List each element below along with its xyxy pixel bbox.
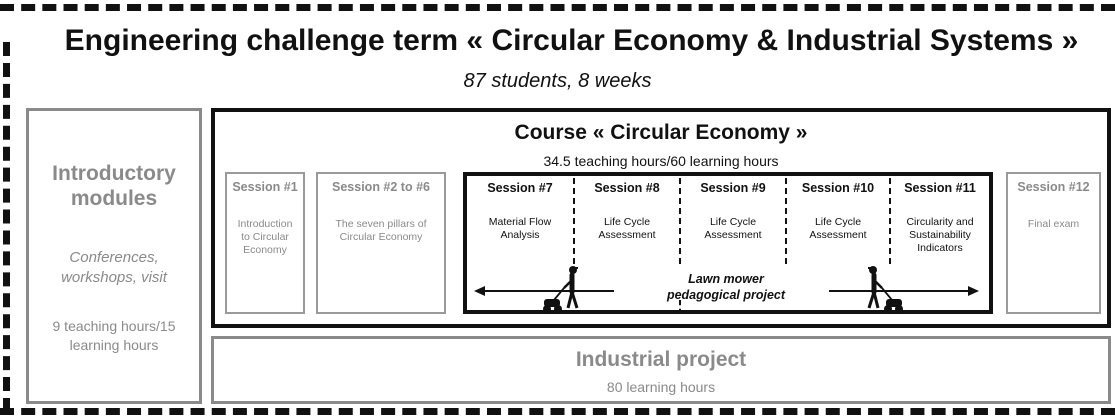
session-9-title: Session #9 bbox=[700, 181, 766, 195]
session-divider bbox=[573, 178, 575, 264]
arrow-right-icon bbox=[829, 286, 979, 296]
page-title: Engineering challenge term « Circular Ec… bbox=[64, 24, 1079, 57]
session-desc: Assessment bbox=[704, 229, 762, 241]
outer-frame-bottom-border bbox=[0, 408, 1115, 415]
intro-activities-line1: Conferences, bbox=[69, 249, 159, 266]
session-desc: Sustainability bbox=[909, 229, 971, 241]
course-hours: 34.5 teaching hours/60 learning hours bbox=[543, 153, 779, 169]
course-title: Course « Circular Economy » bbox=[514, 121, 808, 144]
session-desc: Analysis bbox=[500, 229, 540, 241]
session-desc: Introduction bbox=[237, 218, 293, 230]
course-box: Course « Circular Economy » 34.5 teachin… bbox=[211, 108, 1111, 328]
lawn-mower-person-icon bbox=[543, 266, 579, 313]
session-desc: Life Cycle bbox=[709, 216, 757, 228]
session-title: Session #12 bbox=[1017, 180, 1090, 194]
industrial-project-hours: 80 learning hours bbox=[606, 379, 716, 395]
session-desc: The seven pillars of bbox=[335, 218, 427, 230]
industrial-project-title: Industrial project bbox=[575, 348, 747, 371]
intro-activities-line2: workshops, visit bbox=[61, 269, 167, 286]
introductory-modules-box: Introductory modules Conferences, worksh… bbox=[26, 108, 202, 404]
arrow-left-icon bbox=[474, 286, 614, 296]
lawn-mower-project-box bbox=[463, 172, 993, 314]
page-subtitle: 87 students, 8 weeks bbox=[463, 70, 652, 92]
session-desc: Life Cycle bbox=[603, 216, 651, 228]
session-desc: Material Flow bbox=[488, 216, 552, 228]
session-desc: Final exam bbox=[1027, 218, 1080, 230]
session-divider bbox=[785, 178, 787, 264]
session-8-title: Session #8 bbox=[594, 181, 660, 195]
session-desc: Assessment bbox=[598, 229, 656, 241]
outer-frame-left-border bbox=[3, 42, 10, 412]
session-desc: Indicators bbox=[917, 242, 963, 254]
lawn-mower-person-icon bbox=[867, 266, 903, 313]
session-desc: Life Cycle bbox=[814, 216, 862, 228]
session-desc: Circular Economy bbox=[339, 231, 423, 243]
session-divider bbox=[889, 178, 891, 264]
session-divider bbox=[679, 178, 681, 264]
session-2-to-6-box: Session #2 to #6 The seven pillars of Ci… bbox=[316, 172, 446, 314]
intro-title-line1: Introductory bbox=[52, 162, 176, 185]
project-label: Lawn mower pedagogical project bbox=[626, 271, 826, 303]
session-title: Session #2 to #6 bbox=[332, 180, 430, 194]
industrial-project-box: Industrial project 80 learning hours bbox=[211, 336, 1111, 404]
session-desc: Circularity and bbox=[906, 216, 974, 228]
session-desc: Assessment bbox=[809, 229, 867, 241]
session-desc: Economy bbox=[243, 244, 287, 256]
session-divider bbox=[679, 300, 681, 314]
session-1-box: Session #1 Introduction to Circular Econ… bbox=[225, 172, 305, 314]
session-11-title: Session #11 bbox=[904, 181, 976, 195]
session-title: Session #1 bbox=[232, 180, 298, 194]
intro-hours-line2: learning hours bbox=[69, 337, 159, 353]
session-7-title: Session #7 bbox=[487, 181, 553, 195]
session-10-title: Session #10 bbox=[801, 181, 875, 195]
project-label-line2: pedagogical project bbox=[666, 288, 786, 302]
project-label-line1: Lawn mower bbox=[688, 272, 764, 286]
session-12-box: Session #12 Final exam bbox=[1006, 172, 1101, 314]
intro-title-line2: modules bbox=[70, 187, 158, 210]
session-desc: to Circular bbox=[241, 231, 289, 243]
intro-hours-line1: 9 teaching hours/15 bbox=[52, 318, 176, 334]
outer-frame-top-border bbox=[0, 4, 1115, 11]
